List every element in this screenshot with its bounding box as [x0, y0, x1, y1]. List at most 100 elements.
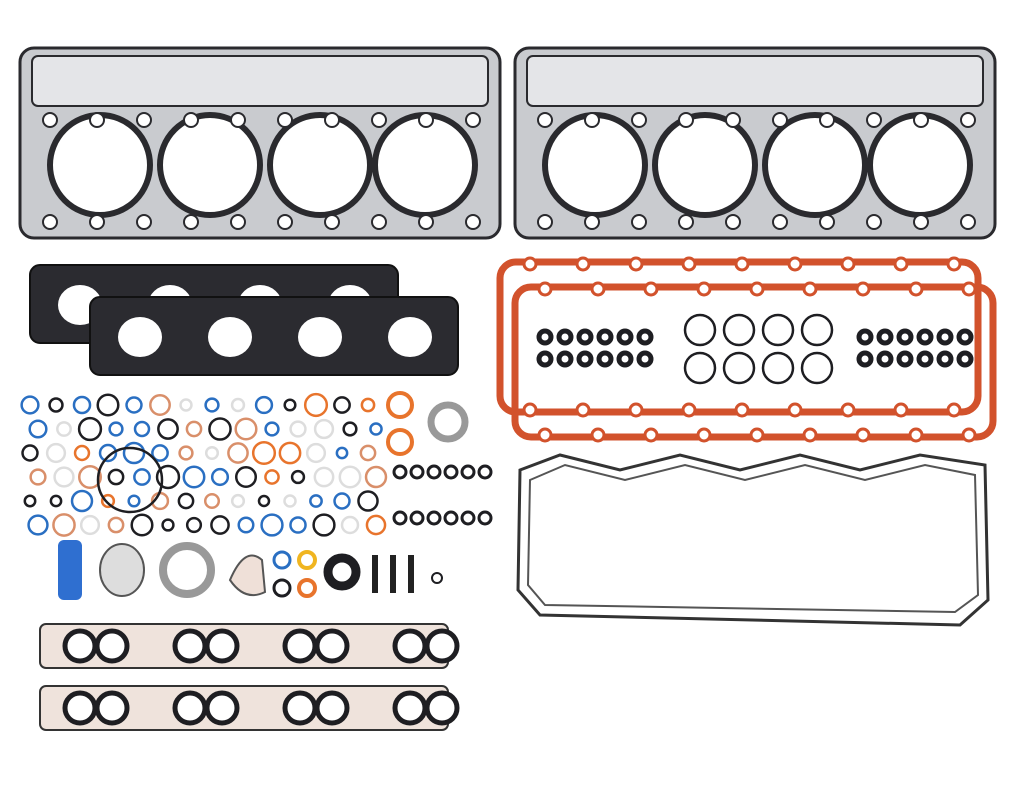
exhaust-port: [298, 317, 342, 357]
small-seal: [916, 328, 934, 346]
o-ring: [289, 420, 307, 438]
bolt-hole: [913, 112, 929, 128]
bolt-grommet: [961, 281, 977, 297]
intake-port-seal: [204, 690, 240, 726]
bolt: [390, 555, 396, 593]
o-ring: [127, 494, 141, 508]
o-ring: [260, 513, 284, 537]
small-seal: [916, 350, 934, 368]
bolt-hole: [371, 214, 387, 230]
head-gasket-1: [18, 46, 502, 240]
intake-manifold-gasket-1: [39, 623, 460, 669]
o-ring: [227, 442, 249, 464]
o-ring: [133, 420, 151, 438]
bolt-grommet: [840, 256, 856, 272]
bolt-hole: [465, 214, 481, 230]
o-ring: [203, 492, 221, 510]
small-seal: [896, 328, 914, 346]
o-ring: [72, 395, 92, 415]
exhaust-port: [388, 317, 432, 357]
o-ring: [335, 446, 349, 460]
head-gasket-top-rail: [31, 55, 489, 107]
bolt-hole: [584, 214, 600, 230]
bolt-grommet: [575, 402, 591, 418]
o-ring: [272, 578, 292, 598]
small-seal: [596, 350, 614, 368]
o-ring: [27, 514, 49, 536]
small-seal: [596, 328, 614, 346]
o-ring: [313, 466, 335, 488]
cylinder-bore: [47, 112, 153, 218]
o-ring: [53, 466, 75, 488]
o-ring: [204, 445, 220, 461]
o-ring: [20, 395, 40, 415]
o-ring-orange: [386, 391, 414, 419]
small-seal: [876, 350, 894, 368]
small-seal: [616, 328, 634, 346]
valve-cover-gasket-2: [511, 281, 997, 443]
injector-o-ring: [722, 313, 756, 347]
intake-port-seal: [94, 628, 130, 664]
small-seal: [616, 350, 634, 368]
exhaust-manifold-gasket-2: [89, 296, 459, 376]
o-ring: [77, 416, 103, 442]
intake-port-seal: [424, 690, 460, 726]
large-o-ring: [96, 446, 164, 514]
bolt-hole: [371, 112, 387, 128]
bolt-hole: [631, 112, 647, 128]
o-ring: [157, 418, 179, 440]
small-seal: [936, 328, 954, 346]
intake-port-seal: [392, 690, 428, 726]
o-ring: [210, 467, 230, 487]
o-ring-orange: [297, 578, 317, 598]
o-ring: [338, 465, 362, 489]
bolt-grommet: [787, 256, 803, 272]
small-seal: [536, 328, 554, 346]
bolt-grommet: [946, 256, 962, 272]
injector-o-ring: [683, 351, 717, 385]
bolt-grommet: [893, 256, 909, 272]
bolt-grommet: [537, 281, 553, 297]
bolt-grommet: [855, 281, 871, 297]
small-seal: [856, 350, 874, 368]
cylinder-bore: [762, 112, 868, 218]
exhaust-port: [208, 317, 252, 357]
bolt-grommet: [946, 402, 962, 418]
bolt-hole: [584, 112, 600, 128]
o-ring: [78, 465, 102, 489]
o-ring: [149, 394, 171, 416]
small-seal: [956, 350, 974, 368]
intake-port-seal: [282, 690, 318, 726]
intake-port-seal: [204, 628, 240, 664]
bolt-hole: [418, 214, 434, 230]
intake-port-seal: [172, 628, 208, 664]
bolt-grommet: [522, 256, 538, 272]
o-ring: [49, 494, 63, 508]
o-ring: [73, 444, 91, 462]
bolt-hole: [678, 214, 694, 230]
o-ring: [185, 516, 203, 534]
small-seal: [536, 350, 554, 368]
o-ring: [151, 444, 169, 462]
bolt-grommet: [575, 256, 591, 272]
o-ring: [443, 464, 459, 480]
o-ring: [208, 417, 232, 441]
o-ring: [409, 464, 425, 480]
bolt-hole: [277, 112, 293, 128]
bolt-grommet: [643, 427, 659, 443]
o-ring: [155, 464, 181, 490]
bolt-hole: [183, 214, 199, 230]
o-ring: [342, 421, 358, 437]
o-ring: [303, 392, 329, 418]
o-ring: [210, 515, 230, 535]
intake-port-seal: [314, 628, 350, 664]
o-ring: [79, 514, 101, 536]
o-ring: [107, 516, 125, 534]
bolt-grommet: [908, 281, 924, 297]
bolt-grommet: [893, 402, 909, 418]
valve-cover-gasket-1: [496, 256, 982, 418]
o-ring: [125, 396, 143, 414]
bolt-grommet: [840, 402, 856, 418]
bolt-grommet: [522, 402, 538, 418]
